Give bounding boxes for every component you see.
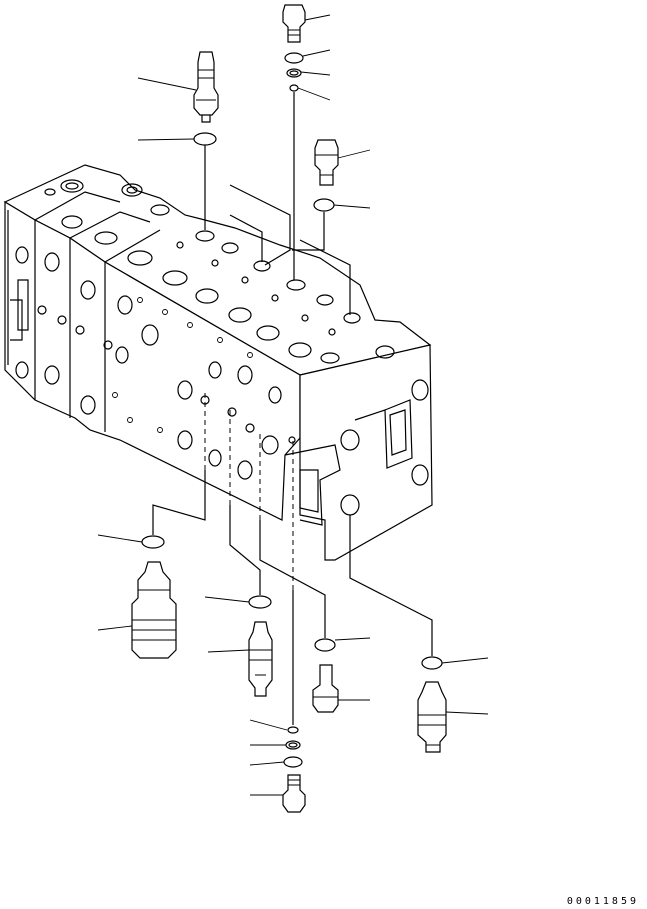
top-plug-part — [282, 4, 306, 92]
top-right-plug — [313, 139, 339, 212]
top-relief-valve — [193, 51, 219, 146]
control-valve-body — [3, 164, 433, 561]
bottom-center-plug — [312, 638, 339, 713]
drawing-number: 00011859 — [566, 896, 639, 907]
end-cap-plugs — [340, 379, 429, 516]
bottom-plug-stack — [282, 726, 306, 813]
valve-top-ports — [44, 179, 395, 364]
leader-lines — [97, 14, 489, 796]
bottom-left-relief-valve — [131, 535, 177, 659]
assembly-guide-lines — [152, 92, 433, 725]
bottom-right-relief-valve — [417, 656, 447, 753]
valve-front-ports — [15, 246, 296, 480]
bottom-center-relief-valve — [248, 595, 273, 697]
